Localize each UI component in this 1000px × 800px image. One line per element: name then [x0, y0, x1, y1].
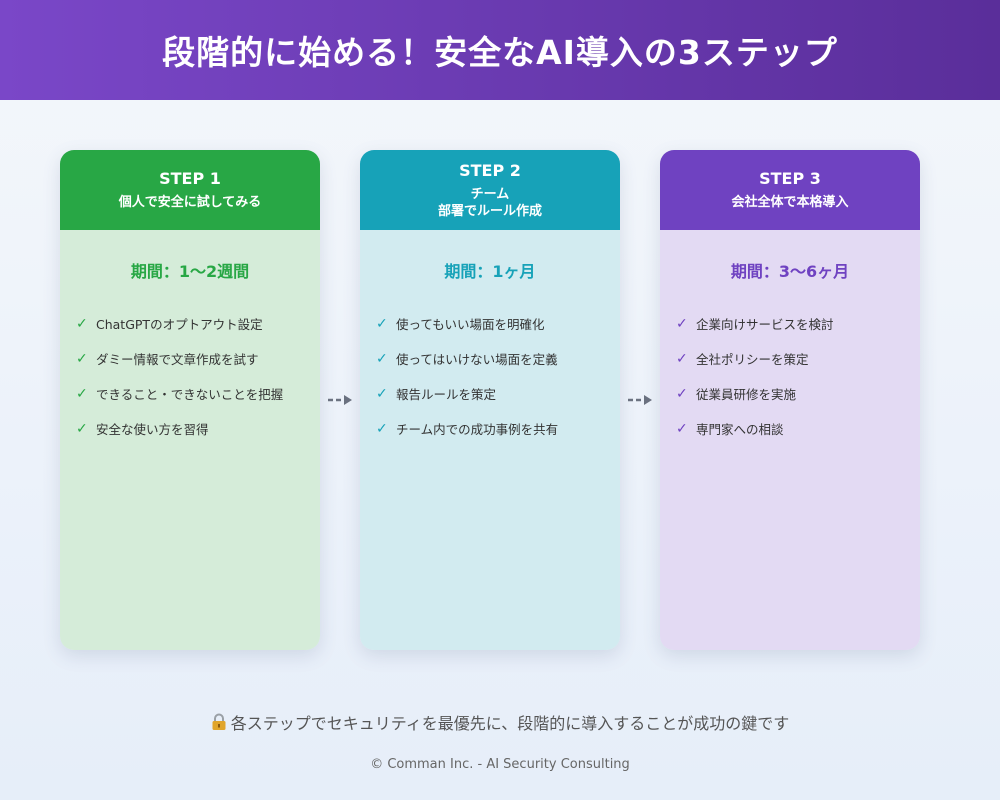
list-item-label: 企業向けサービスを検討	[696, 317, 834, 332]
list-item-label: 従業員研修を実施	[696, 387, 797, 402]
list-item: ✓ 従業員研修を実施	[674, 376, 906, 411]
list-item-label: ダミー情報で文章作成を試す	[96, 352, 259, 367]
list-item-label: 使ってはいけない場面を定義	[396, 352, 558, 367]
check-icon: ✓	[676, 385, 688, 402]
check-icon: ✓	[76, 315, 88, 332]
step-card-3: STEP 3 会社全体で本格導入 期間：3〜6ヶ月 ✓ 企業向けサービスを検討 ✓…	[660, 150, 920, 650]
list-item-label: 専門家への相談	[696, 422, 784, 437]
list-item: ✓ 報告ルールを策定	[374, 376, 606, 411]
step-card-body: 期間：1〜2週間 ✓ ChatGPTのオプトアウト設定 ✓ ダミー情報で文章作成を試…	[60, 230, 320, 650]
check-icon: ✓	[676, 420, 688, 437]
step-card-header: STEP 2 チーム 部署でルール作成	[360, 150, 620, 230]
list-item: ✓ ダミー情報で文章作成を試す	[74, 341, 306, 376]
arrow-right-icon	[628, 395, 652, 405]
step-item-list: ✓ 使ってもいい場面を明確化 ✓ 使ってはいけない場面を定義 ✓ 報告ルールを策定 ✓…	[374, 306, 606, 446]
list-item-label: 報告ルールを策定	[396, 387, 497, 402]
step-card-header: STEP 1 個人で安全に試してみる	[60, 150, 320, 230]
step-card-1: STEP 1 個人で安全に試してみる 期間：1〜2週間 ✓ ChatGPTのオプト…	[60, 150, 320, 650]
step-card-body: 期間：3〜6ヶ月 ✓ 企業向けサービスを検討 ✓ 全社ポリシーを策定 ✓ 従業員研修を…	[660, 230, 920, 650]
step-title: 個人で安全に試してみる	[118, 195, 262, 210]
footer-note-text: 各ステップでセキュリティを最優先に、段階的に導入することが成功の鍵です	[230, 714, 790, 733]
list-item: ✓ 専門家への相談	[674, 411, 906, 446]
list-item: ✓ 安全な使い方を習得	[74, 411, 306, 446]
step-number: STEP 1	[159, 169, 221, 188]
list-item: ✓ 使ってはいけない場面を定義	[374, 341, 606, 376]
step-title: 会社全体で本格導入	[731, 195, 849, 210]
step-card-header: STEP 3 会社全体で本格導入	[660, 150, 920, 230]
arrow-right-icon	[328, 395, 352, 405]
step-card-body: 期間：1ヶ月 ✓ 使ってもいい場面を明確化 ✓ 使ってはいけない場面を定義 ✓ 報告ル…	[360, 230, 620, 650]
list-item: ✓ ChatGPTのオプトアウト設定	[74, 306, 306, 341]
check-icon: ✓	[76, 420, 88, 437]
check-icon: ✓	[376, 315, 388, 332]
check-icon: ✓	[676, 315, 688, 332]
check-icon: ✓	[76, 385, 88, 402]
list-item: ✓ チーム内での成功事例を共有	[374, 411, 606, 446]
check-icon: ✓	[676, 350, 688, 367]
copyright-text: © Comman Inc. - AI Security Consulting	[370, 757, 630, 772]
step-period: 期間：3〜6ヶ月	[730, 262, 850, 281]
list-item-label: チーム内での成功事例を共有	[396, 422, 559, 437]
check-icon: ✓	[376, 385, 388, 402]
check-icon: ✓	[76, 350, 88, 367]
step-card-2: STEP 2 チーム 部署でルール作成 期間：1ヶ月 ✓ 使ってもいい場面を明確化…	[360, 150, 620, 650]
list-item-label: ChatGPTのオプトアウト設定	[96, 317, 263, 332]
list-item-label: 安全な使い方を習得	[96, 422, 209, 437]
list-item: ✓ 使ってもいい場面を明確化	[374, 306, 606, 341]
page-title: 段階的に始める！安全なAI導入の3ステップ	[162, 33, 838, 72]
step-number: STEP 3	[759, 169, 821, 188]
footer-note: 各ステップでセキュリティを最優先に、段階的に導入することが成功の鍵です	[0, 710, 1000, 734]
list-item-label: できること・できないことを把握	[96, 387, 284, 402]
list-item: ✓ できること・できないことを把握	[74, 376, 306, 411]
check-icon: ✓	[376, 350, 388, 367]
list-item: ✓ 全社ポリシーを策定	[674, 341, 906, 376]
list-item-label: 全社ポリシーを策定	[696, 352, 809, 367]
check-icon: ✓	[376, 420, 388, 437]
step-period: 期間：1〜2週間	[130, 262, 250, 281]
step-item-list: ✓ 企業向けサービスを検討 ✓ 全社ポリシーを策定 ✓ 従業員研修を実施 ✓ 専門家への…	[674, 306, 906, 446]
list-item: ✓ 企業向けサービスを検討	[674, 306, 906, 341]
lock-icon	[212, 713, 226, 730]
step-title: チーム 部署でルール作成	[437, 186, 542, 219]
step-item-list: ✓ ChatGPTのオプトアウト設定 ✓ ダミー情報で文章作成を試す ✓ できること・…	[74, 306, 306, 446]
step-period: 期間：1ヶ月	[444, 262, 536, 281]
list-item-label: 使ってもいい場面を明確化	[396, 317, 545, 332]
page-header: 段階的に始める！安全なAI導入の3ステップ	[0, 0, 1000, 100]
step-number: STEP 2	[459, 160, 521, 180]
